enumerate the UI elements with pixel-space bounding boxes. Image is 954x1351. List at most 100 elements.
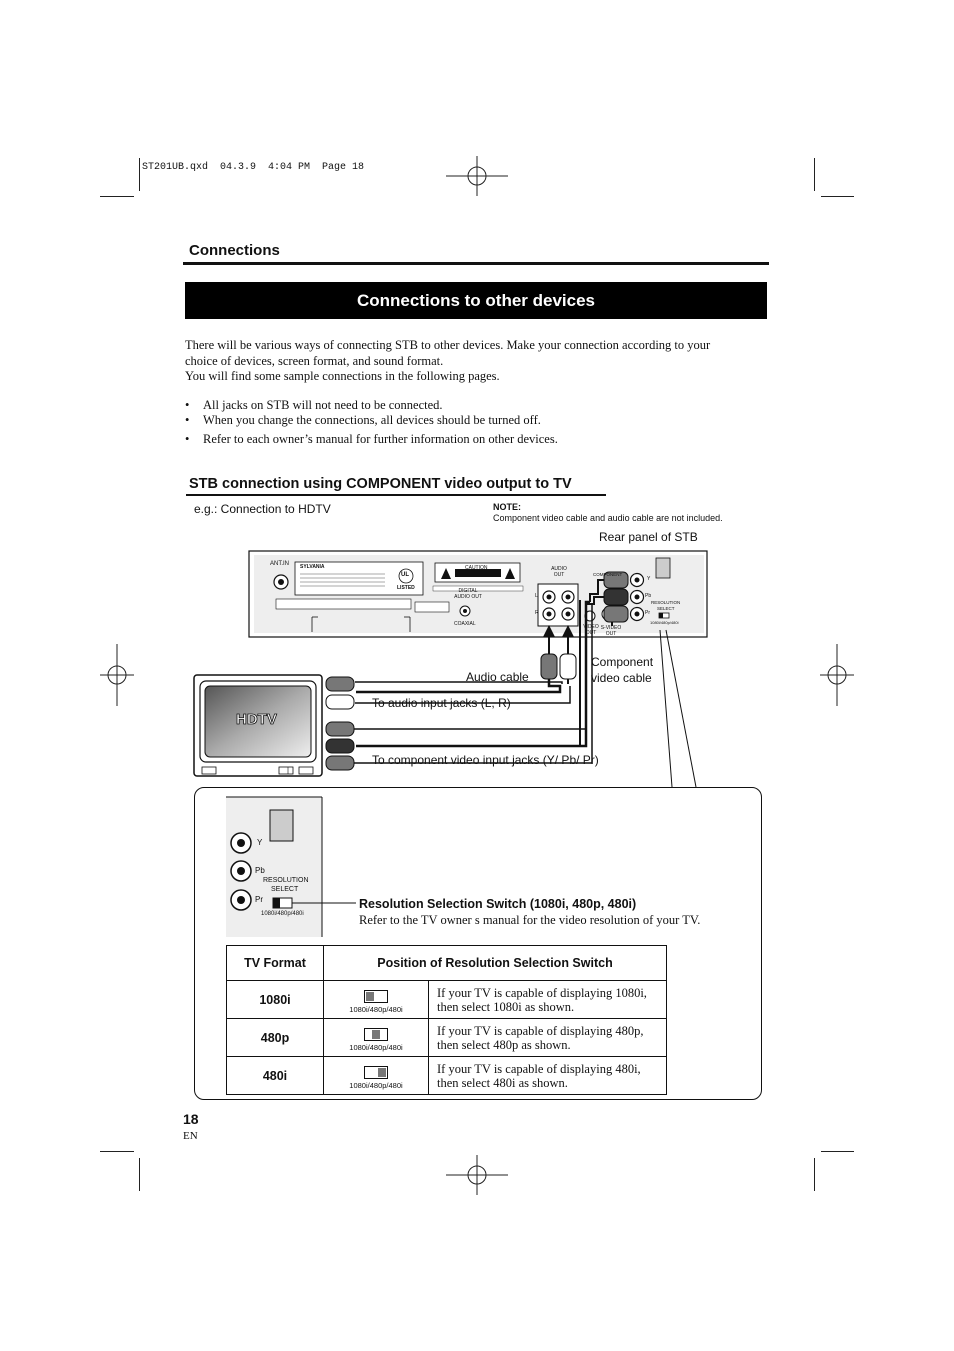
ant-in-label: ANT.IN xyxy=(270,561,290,567)
note-title: NOTE: xyxy=(493,502,521,512)
description-line: If your TV is capable of displaying 480i… xyxy=(437,1061,641,1076)
video-out-label: VIDEO OUT xyxy=(583,624,599,636)
switch-description: Refer to the TV owner s manual for the v… xyxy=(359,913,701,927)
registration-mark-bottom xyxy=(446,1155,508,1195)
table-row: 1080i 1080i/480p/480i If your TV is capa… xyxy=(226,980,667,1019)
registration-mark-left xyxy=(100,644,134,706)
bullet-list: All jacks on STB will not need to be con… xyxy=(185,397,755,448)
switch-cell: 1080i/480p/480i xyxy=(323,1056,429,1095)
description-line: then select 1080i as shown. xyxy=(437,999,575,1014)
rear-panel-label: Rear panel of STB xyxy=(599,530,698,544)
bullet-item: When you change the connections, all dev… xyxy=(185,412,755,429)
table-row: 480p 1080i/480p/480i If your TV is capab… xyxy=(226,1018,667,1057)
detail-resolution-label: RESOLUTION xyxy=(263,877,309,884)
brand-label: SYLVANIA xyxy=(300,564,325,570)
switch-label: 1080i/480p/480i xyxy=(349,1004,403,1014)
bullet-item: Refer to each owner’s manual for further… xyxy=(185,431,755,448)
intro-line: You will find some sample connections in… xyxy=(185,369,500,383)
listed-label: LISTED xyxy=(397,585,415,591)
crop-mark xyxy=(139,158,140,191)
section-rule xyxy=(183,262,769,265)
switch-label: 1080i/480p/480i xyxy=(349,1080,403,1090)
row-description: If your TV is capable of displaying 1080… xyxy=(428,980,667,1019)
switch-480p-icon xyxy=(364,1027,388,1041)
to-component-label: To component video input jacks (Y/ Pb/ P… xyxy=(372,753,599,767)
format-cell: 480i xyxy=(226,1056,324,1095)
component-cable-line: video cable xyxy=(591,671,652,685)
switch-label: 1080i/480p/480i xyxy=(349,1042,403,1052)
format-cell: 1080i xyxy=(226,980,324,1019)
crop-mark xyxy=(821,1151,854,1152)
detail-pb-label: Pb xyxy=(255,866,265,875)
row-description: If your TV is capable of displaying 480p… xyxy=(428,1018,667,1057)
component-label: COMPONENT xyxy=(593,572,623,577)
crop-mark xyxy=(100,196,134,197)
section-label: Connections xyxy=(189,242,280,259)
note-text: Component video cable and audio cable ar… xyxy=(493,513,723,523)
registration-mark-top xyxy=(446,156,508,196)
subheading-rule xyxy=(186,494,606,496)
stb-rear-panel xyxy=(248,550,708,638)
audio-cable xyxy=(355,625,577,704)
ul-label: UL xyxy=(401,572,409,578)
subheading: STB connection using COMPONENT video out… xyxy=(189,476,572,492)
page-number: 18 xyxy=(183,1111,199,1127)
print-header: ST201UB.qxd 04.3.9 4:04 PM Page 18 xyxy=(142,162,365,173)
row-description: If your TV is capable of displaying 480i… xyxy=(428,1056,667,1095)
registration-mark-right xyxy=(820,644,854,706)
switch-cell: 1080i/480p/480i xyxy=(323,1018,429,1057)
intro-line: There will be various ways of connecting… xyxy=(185,338,711,352)
hdtv-label: HDTV xyxy=(236,711,278,729)
res-modes-label: 1080i/480p/480i xyxy=(650,620,679,625)
svideo-out-label: S-VIDEO OUT xyxy=(600,625,622,637)
audio-cable-label: Audio cable xyxy=(466,670,529,684)
crop-mark xyxy=(100,1151,134,1152)
coaxial-label: COAXIAL xyxy=(454,621,476,627)
caution-label: CAUTION xyxy=(465,565,488,571)
hdtv-illustration xyxy=(193,674,323,777)
y-label: Y xyxy=(647,576,651,582)
crop-mark xyxy=(814,1158,815,1191)
crop-mark xyxy=(814,158,815,191)
switch-title: Resolution Selection Switch (1080i, 480p… xyxy=(359,897,637,911)
detail-res-modes-label: 1080i/480p/480i xyxy=(261,911,304,917)
digital-audio-label: DIGITAL AUDIO OUT xyxy=(454,588,482,600)
audio-r-label: R xyxy=(535,610,539,616)
to-audio-label: To audio input jacks (L, R) xyxy=(372,696,511,710)
description-line: If your TV is capable of displaying 480p… xyxy=(437,1023,644,1038)
component-cable-label: Component video cable xyxy=(591,654,653,686)
resolution-table: TV Format Position of Resolution Selecti… xyxy=(226,945,667,1095)
select-label: SELECT xyxy=(657,606,675,611)
detail-pr-label: Pr xyxy=(255,895,263,904)
audio-l-label: L xyxy=(535,593,538,599)
page-title: Connections to other devices xyxy=(185,282,767,319)
detail-box xyxy=(194,787,762,1100)
page-title-text: Connections to other devices xyxy=(356,290,596,310)
detail-y-label: Y xyxy=(257,838,263,847)
component-cable xyxy=(356,571,629,748)
bullet-item: All jacks on STB will not need to be con… xyxy=(185,397,755,414)
header-tv-format: TV Format xyxy=(226,945,324,981)
pb-label: Pb xyxy=(645,593,652,599)
resolution-label: RESOLUTION xyxy=(651,600,681,605)
description-line: then select 480p as shown. xyxy=(437,1037,571,1052)
description-line: then select 480i as shown. xyxy=(437,1075,568,1090)
description-line: If your TV is capable of displaying 1080… xyxy=(437,985,647,1000)
audio-out-label: AUDIO OUT xyxy=(551,566,567,578)
component-cable-line: Component xyxy=(591,655,654,669)
example-label: e.g.: Connection to HDTV xyxy=(194,502,331,516)
header-switch-position: Position of Resolution Selection Switch xyxy=(323,945,667,981)
detail-select-label: SELECT xyxy=(271,886,299,893)
crop-mark xyxy=(139,1158,140,1191)
switch-cell: 1080i/480p/480i xyxy=(323,980,429,1019)
table-row: 480i 1080i/480p/480i If your TV is capab… xyxy=(226,1056,667,1095)
tv-plugs xyxy=(325,604,593,771)
intro-paragraph: There will be various ways of connecting… xyxy=(185,338,755,385)
pr-label: Pr xyxy=(645,610,650,616)
table-header-row: TV Format Position of Resolution Selecti… xyxy=(226,945,667,981)
switch-480i-icon xyxy=(364,1065,388,1079)
language-code: EN xyxy=(183,1130,198,1142)
format-cell: 480p xyxy=(226,1018,324,1057)
switch-1080i-icon xyxy=(364,989,388,1003)
